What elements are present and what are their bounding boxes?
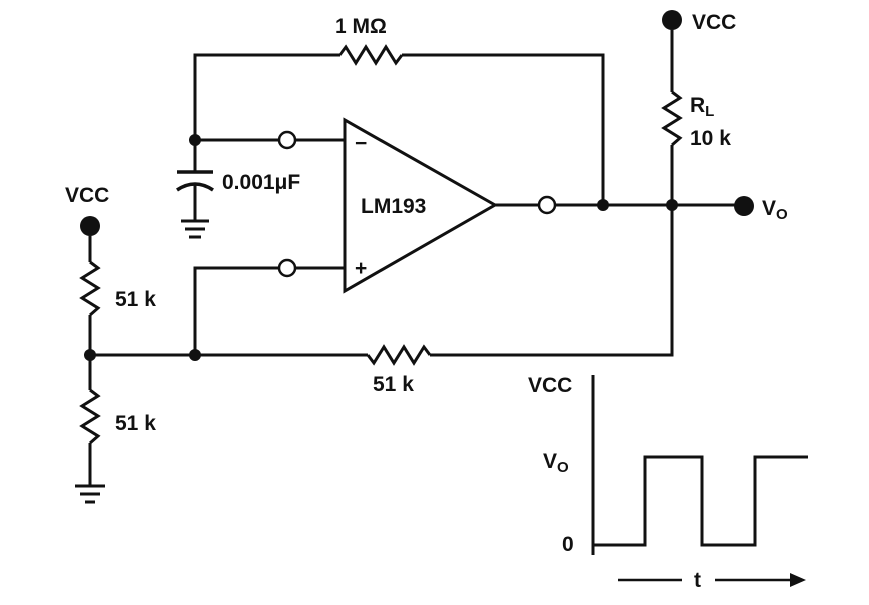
inverting-input-wire — [189, 130, 345, 150]
waveform-zero-label: 0 — [562, 533, 574, 556]
output-terminal — [734, 196, 754, 216]
vcc-top-terminal — [662, 10, 682, 30]
time-arrow — [618, 573, 806, 587]
opamp-lm193 — [343, 117, 499, 294]
opamp-label: LM193 — [361, 195, 426, 218]
square-wave — [593, 455, 808, 547]
divider-lower-resistor-label: 51 k — [115, 412, 156, 435]
noninverting-input-sign: + — [355, 257, 367, 280]
ground-symbol-capacitor — [181, 219, 209, 239]
inverting-input-sign: − — [355, 132, 367, 155]
feedback-resistor-label: 1 MΩ — [335, 15, 387, 38]
pullup-resistor-rl — [661, 30, 683, 205]
capacitor-label: 0.001μF — [222, 171, 300, 194]
time-label: t — [694, 569, 701, 592]
vcc-top-label: VCC — [692, 11, 736, 34]
divider-upper-resistor — [79, 236, 101, 355]
output-label: VO — [762, 197, 788, 223]
output-wire — [495, 195, 742, 215]
waveform-vcc-label: VCC — [528, 374, 572, 397]
waveform-vo-label: VO — [543, 450, 569, 476]
positive-feedback-resistor-label: 51 k — [373, 373, 414, 396]
capacitor-0001uf — [176, 140, 214, 220]
ground-symbol-divider — [75, 484, 105, 504]
vcc-left-label: VCC — [65, 184, 109, 207]
noninverting-input-wire — [193, 258, 345, 355]
divider-lower-resistor — [79, 355, 101, 485]
feedback-resistor-1m — [193, 44, 605, 205]
vcc-left-terminal — [80, 216, 100, 236]
rl-label: RL — [690, 94, 714, 120]
rl-value-label: 10 k — [690, 127, 731, 150]
divider-upper-resistor-label: 51 k — [115, 288, 156, 311]
